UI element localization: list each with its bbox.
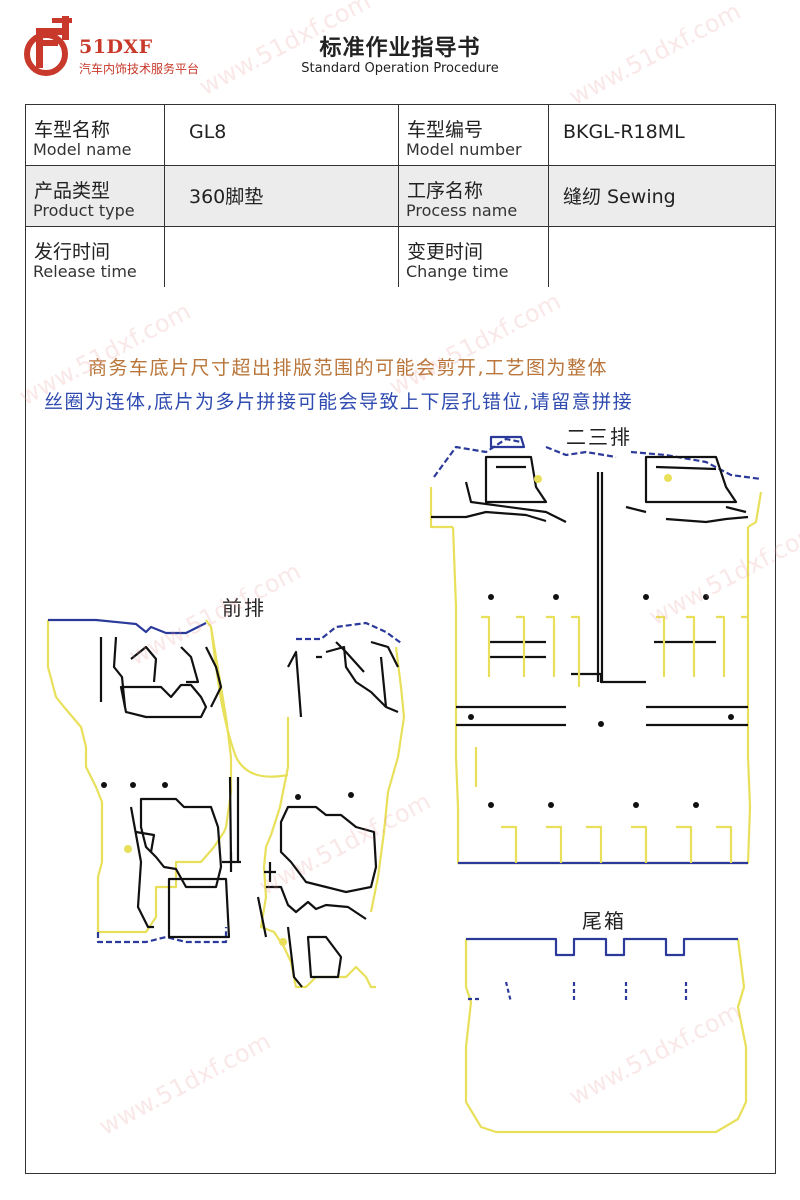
front-right-mat-cuts [256, 640, 399, 988]
document-subtitle: Standard Operation Procedure [301, 61, 499, 76]
second-third-row-mat-outline [429, 435, 763, 865]
model-number-label-cn: 车型编号 [407, 119, 484, 141]
model-name-value-cell: GL8 [164, 104, 399, 166]
trunk-label: 尾箱 [582, 909, 626, 933]
mat-punch-holes [101, 594, 734, 808]
product-type-value: 360脚垫 [189, 186, 264, 208]
model-name-value: GL8 [189, 121, 227, 143]
watermark: www.51dxf.com [564, 0, 746, 111]
process-name-label-en: Process name [406, 201, 518, 220]
info-row-model: 车型名称 Model name GL8 车型编号 Model number BK… [25, 104, 776, 166]
brand-logo: 51DXF 汽车内饰技术服务平台 [22, 16, 227, 78]
info-row-product: 产品类型 Product type 360脚垫 工序名称 Process nam… [25, 165, 776, 227]
logo-text: 51DXF [79, 36, 153, 58]
release-time-label-cn: 发行时间 [34, 241, 111, 263]
model-number-label-en: Model number [406, 140, 522, 159]
change-time-label-cn: 变更时间 [407, 241, 484, 263]
release-time-label-cell: 发行时间 Release time [25, 226, 165, 288]
release-time-label-en: Release time [33, 262, 137, 281]
model-number-label-cell: 车型编号 Model number [398, 104, 549, 166]
info-table: 车型名称 Model name GL8 车型编号 Model number BK… [25, 104, 776, 288]
mat-alignment-marks [124, 474, 672, 946]
front-right-mat-outline [259, 621, 406, 989]
release-time-value [165, 227, 398, 243]
product-type-value-cell: 360脚垫 [164, 165, 399, 227]
product-type-label-en: Product type [33, 201, 135, 220]
info-row-time: 发行时间 Release time 变更时间 Change time [25, 226, 776, 288]
trunk-mat-outline [464, 937, 748, 1134]
logo-subtitle: 汽车内饰技术服务平台 [79, 62, 200, 76]
second-third-row-mat-cuts [431, 455, 749, 727]
front-left-mat-outline [46, 618, 289, 944]
model-name-label-cell: 车型名称 Model name [25, 104, 165, 166]
process-name-value: 缝纫 Sewing [563, 186, 676, 208]
change-time-label-en: Change time [406, 262, 509, 281]
front-row-label: 前排 [222, 596, 266, 620]
process-name-label-cell: 工序名称 Process name [398, 165, 549, 227]
model-name-label-cn: 车型名称 [34, 119, 111, 141]
process-name-label-cn: 工序名称 [407, 180, 484, 202]
release-time-value-cell [164, 226, 399, 288]
model-number-value-cell: BKGL-R18ML [548, 104, 776, 166]
process-name-value-cell: 缝纫 Sewing [548, 165, 776, 227]
model-name-label-en: Model name [33, 140, 132, 159]
second-third-row-label: 二三排 [566, 425, 632, 449]
second-third-row-mat-tabs [474, 615, 748, 863]
model-number-value: BKGL-R18ML [563, 121, 685, 143]
document-title: 标准作业指导书 [319, 36, 481, 61]
process-drawing: 商务车底片尺寸超出排版范围的可能会剪开,工艺图为整体 丝圈为连体,底片为多片拼接… [25, 287, 776, 1174]
process-note-line-2: 丝圈为连体,底片为多片拼接可能会导致上下层孔错位,请留意拼接 [44, 391, 634, 413]
logo-mark-icon [24, 16, 72, 76]
product-type-label-cell: 产品类型 Product type [25, 165, 165, 227]
front-left-mat-cuts [99, 636, 241, 939]
product-type-label-cn: 产品类型 [34, 180, 111, 202]
change-time-value [549, 227, 775, 243]
change-time-label-cell: 变更时间 Change time [398, 226, 549, 288]
change-time-value-cell [548, 226, 776, 288]
process-note-line-1: 商务车底片尺寸超出排版范围的可能会剪开,工艺图为整体 [88, 357, 609, 379]
mat-pattern-drawing [46, 435, 763, 1134]
